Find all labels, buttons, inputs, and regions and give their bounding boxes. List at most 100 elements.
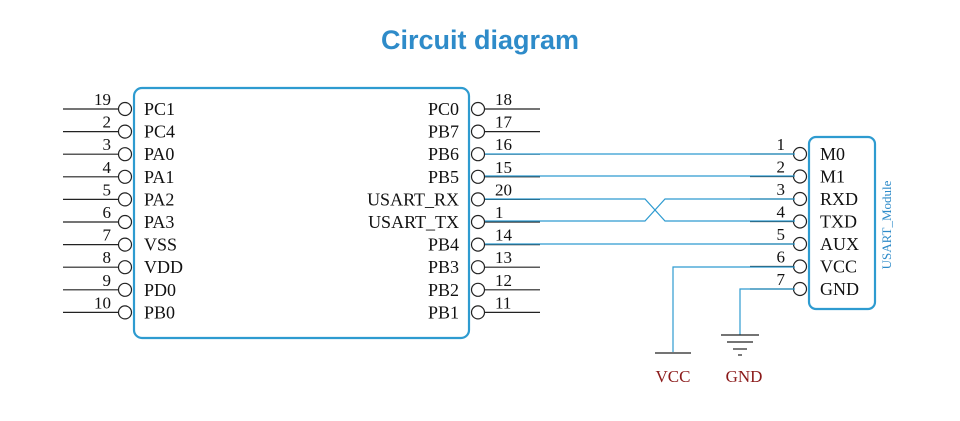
mcu-body [132,86,471,340]
mcu-pin-vss: 7 VSS [63,226,177,255]
pin-circle [117,282,133,297]
pin-label: PB2 [428,280,459,300]
pin-label: AUX [820,234,859,254]
pin-label: PB3 [428,257,459,277]
mcu-right-pins: 18PC017PB716PB615PB520USART_RX1USART_TX1… [367,90,540,322]
ground-symbol [721,334,759,356]
mcu-pin-usart-rx: 20 USART_RX [367,180,540,209]
gnd-label: GND [726,367,763,386]
mcu-pin-pc1: 19 PC1 [63,90,175,119]
wire-vcc [672,266,795,352]
mcu-pin-pb5: 15 PB5 [428,158,540,187]
pin-circle [117,192,133,207]
pin-label: VDD [144,257,183,277]
module-label: USART_Module [879,180,894,269]
module-pin-aux: 5 AUX [750,225,859,254]
pin-circle [470,169,486,184]
pin-label: USART_RX [367,189,459,209]
pin-circle [470,260,486,275]
pin-circle [470,124,486,139]
pin-circle [470,214,486,230]
pin-circle [792,214,808,229]
mcu-pin-pb3: 13 PB3 [428,248,540,277]
pin-circle [470,147,486,162]
diagram-title: Circuit diagram [381,25,579,55]
pin-label: PB4 [428,235,459,255]
pin-circle [117,237,133,252]
pin-circle [117,260,133,275]
pin-number: 13 [495,248,512,267]
pin-label: GND [820,279,859,299]
pin-number: 18 [495,90,512,109]
pin-label: RXD [820,189,858,209]
pin-circle [117,305,133,320]
pin-number: 16 [495,135,512,154]
signal-wires [485,153,795,352]
pin-label: TXD [820,212,857,232]
pin-label: PA2 [144,189,174,209]
pin-number: 1 [495,203,504,222]
wire-gnd [739,288,795,335]
pin-circle [470,305,486,320]
pin-circle [470,101,486,117]
pin-label: PC4 [144,122,175,142]
pin-label: PC0 [428,99,459,119]
pin-circle [470,237,486,252]
pin-number: 2 [777,158,786,177]
pin-circle [470,192,486,207]
pin-circle [792,236,808,252]
pin-number: 3 [103,135,112,154]
pin-number: 14 [495,226,513,245]
pin-label: PB7 [428,122,459,142]
pin-label: PB0 [144,302,175,322]
pin-number: 20 [495,180,512,199]
pin-label: VSS [144,235,177,255]
pin-number: 7 [777,270,786,289]
pin-number: 15 [495,158,512,177]
pin-number: 3 [777,180,786,199]
pin-circle [792,191,808,207]
pin-circle [117,101,133,117]
pin-number: 10 [94,293,111,312]
vcc-label: VCC [656,367,691,386]
pin-circle [792,146,808,162]
pin-number: 11 [495,293,511,312]
pin-number: 5 [777,225,786,244]
pin-number: 1 [777,135,786,154]
mcu-pin-pb1: 11 PB1 [428,293,540,322]
pin-circle [470,282,486,297]
mcu-pin-pc4: 2 PC4 [63,113,175,142]
mcu-pin-pa3: 6 PA3 [63,203,174,232]
mcu-pin-pc0: 18 PC0 [428,90,540,119]
pin-number: 6 [777,248,786,267]
pin-label: PB6 [428,144,459,164]
pin-number: 7 [103,226,112,245]
pin-number: 2 [103,113,112,132]
pin-circle [792,259,808,274]
pin-number: 4 [103,158,112,177]
pin-label: PA3 [144,212,174,232]
pin-label: PB1 [428,302,459,322]
pin-number: 5 [103,180,112,199]
pin-number: 4 [777,203,786,222]
pin-number: 6 [103,203,112,222]
pin-label: VCC [820,257,857,277]
pin-circle [792,169,808,184]
pin-number: 9 [103,271,112,290]
pin-label: PB5 [428,167,459,187]
pin-circle [792,281,808,297]
pin-number: 12 [495,271,512,290]
pin-circle [117,147,133,162]
pin-number: 19 [94,90,111,109]
pin-label: PC1 [144,99,175,119]
